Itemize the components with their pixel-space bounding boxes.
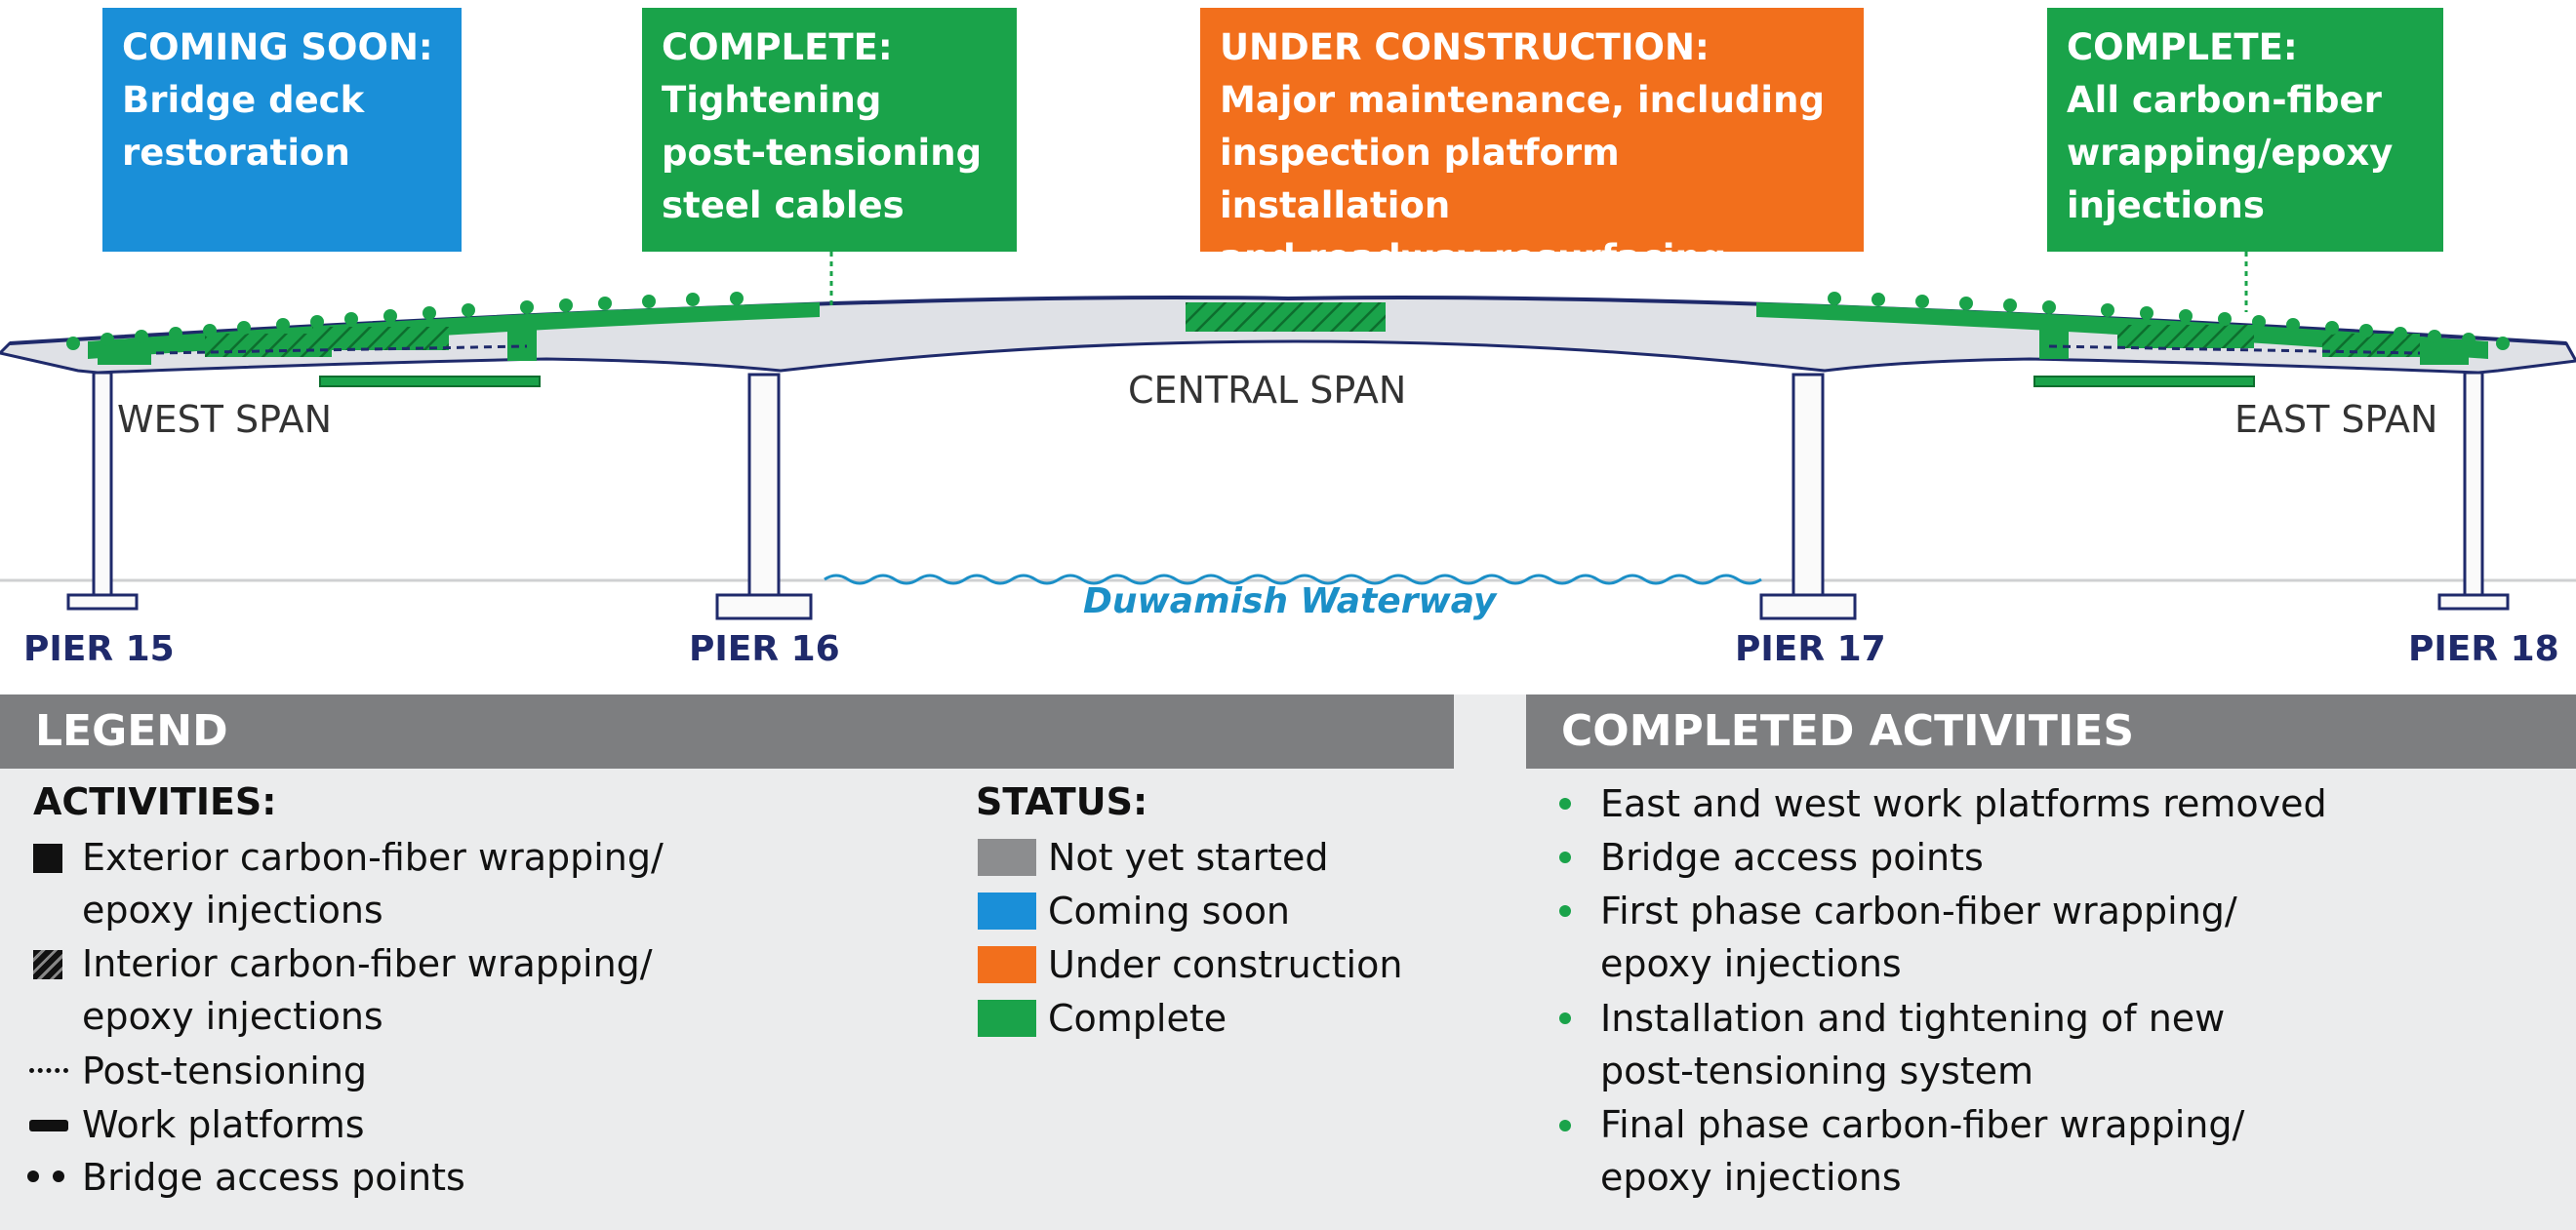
bridge-diagram xyxy=(0,252,2576,620)
callout-line: inspection platform installation xyxy=(1220,132,1620,226)
callout-line: wrapping/epoxy xyxy=(2067,132,2394,174)
west-span-label: WEST SPAN xyxy=(117,398,333,441)
activity-label: Bridge access points xyxy=(82,1156,465,1199)
callout-title: COMPLETE: xyxy=(662,26,893,68)
callout-complete-cables: COMPLETE: Tightening post-tensioning ste… xyxy=(642,8,1017,252)
east-access-points xyxy=(1828,292,2510,350)
completed-header: COMPLETED ACTIVITIES xyxy=(1526,694,2576,769)
pier-17-label: PIER 17 xyxy=(1735,629,1886,669)
callout-title: UNDER CONSTRUCTION: xyxy=(1220,26,1710,68)
bullet-icon xyxy=(1559,852,1571,863)
west-work-platform xyxy=(319,376,541,387)
activity-label: Work platforms xyxy=(82,1103,365,1146)
bullet-icon xyxy=(1559,905,1571,917)
bullet-icon xyxy=(1559,798,1571,810)
status-swatch-under-construction xyxy=(978,946,1036,983)
completed-item: Installation and tightening of new xyxy=(1600,997,2226,1040)
callout-line: Tightening xyxy=(662,79,882,121)
dots-icon xyxy=(27,1170,74,1182)
status-label: Under construction xyxy=(1048,943,1403,986)
callout-line: Major maintenance, including xyxy=(1220,79,1825,121)
callout-line: post-tensioning xyxy=(662,132,983,174)
pier-18-label: PIER 18 xyxy=(2408,629,2559,669)
pier-16-label: PIER 16 xyxy=(689,629,840,669)
status-title: STATUS: xyxy=(976,780,1148,823)
status-label: Coming soon xyxy=(1048,890,1291,932)
status-label: Complete xyxy=(1048,997,1228,1040)
completed-item: First phase carbon-fiber wrapping/ xyxy=(1600,890,2237,932)
pier-15-column xyxy=(66,371,139,611)
waterway-waves xyxy=(824,574,1762,585)
callout-line: steel cables xyxy=(662,184,905,226)
completed-item: epoxy injections xyxy=(1600,942,1902,985)
legend-panel-background xyxy=(0,694,2576,1230)
activity-label: Exterior carbon-fiber wrapping/ xyxy=(82,836,664,879)
east-hatch-segment xyxy=(2117,325,2254,348)
activity-label: Post-tensioning xyxy=(82,1050,368,1092)
east-work-platform xyxy=(2033,376,2255,387)
callout-coming-soon: COMING SOON: Bridge deck restoration xyxy=(102,8,462,252)
callout-line: Bridge deck xyxy=(122,79,365,121)
waterway-label: Duwamish Waterway xyxy=(1083,581,1497,621)
hatched-square-icon xyxy=(33,950,62,979)
completed-item: epoxy injections xyxy=(1600,1156,1902,1199)
callout-complete-wrapping: COMPLETE: All carbon-fiber wrapping/epox… xyxy=(2047,8,2443,252)
east-span-label: EAST SPAN xyxy=(2234,398,2438,441)
status-label: Not yet started xyxy=(1048,836,1329,879)
completed-item: post-tensioning system xyxy=(1600,1050,2034,1092)
pier-16-column xyxy=(715,373,813,620)
callout-under-construction: UNDER CONSTRUCTION: Major maintenance, i… xyxy=(1200,8,1864,279)
bullet-icon xyxy=(1559,1012,1571,1024)
platform-icon xyxy=(29,1120,68,1131)
completed-item: Final phase carbon-fiber wrapping/ xyxy=(1600,1103,2245,1146)
central-hatch-segment xyxy=(1186,302,1386,332)
bullet-icon xyxy=(1559,1120,1571,1131)
central-span-label: CENTRAL SPAN xyxy=(1128,369,1407,412)
west-access-points xyxy=(66,292,744,350)
status-swatch-coming-soon xyxy=(978,893,1036,930)
status-swatch-complete xyxy=(978,1000,1036,1037)
activity-label: epoxy injections xyxy=(82,889,383,932)
dashed-line-icon xyxy=(29,1068,68,1073)
completed-item: East and west work platforms removed xyxy=(1600,782,2327,825)
callout-line: restoration xyxy=(122,132,350,174)
callout-line: All carbon-fiber xyxy=(2067,79,2382,121)
status-swatch-not-started xyxy=(978,839,1036,876)
activity-label: epoxy injections xyxy=(82,995,383,1038)
legend-header: LEGEND xyxy=(0,694,1454,769)
pier-18-column xyxy=(2437,371,2510,611)
solid-square-icon xyxy=(33,844,62,873)
callout-title: COMPLETE: xyxy=(2067,26,2298,68)
activities-title: ACTIVITIES: xyxy=(33,780,277,823)
completed-item: Bridge access points xyxy=(1600,836,1984,879)
callout-title: COMING SOON: xyxy=(122,26,433,68)
pier-15-label: PIER 15 xyxy=(23,629,175,669)
activity-label: Interior carbon-fiber wrapping/ xyxy=(82,942,653,985)
callout-line: injections xyxy=(2067,184,2265,226)
pier-17-column xyxy=(1759,373,1857,620)
callout-line: and roadway resurfacing xyxy=(1220,237,1727,279)
